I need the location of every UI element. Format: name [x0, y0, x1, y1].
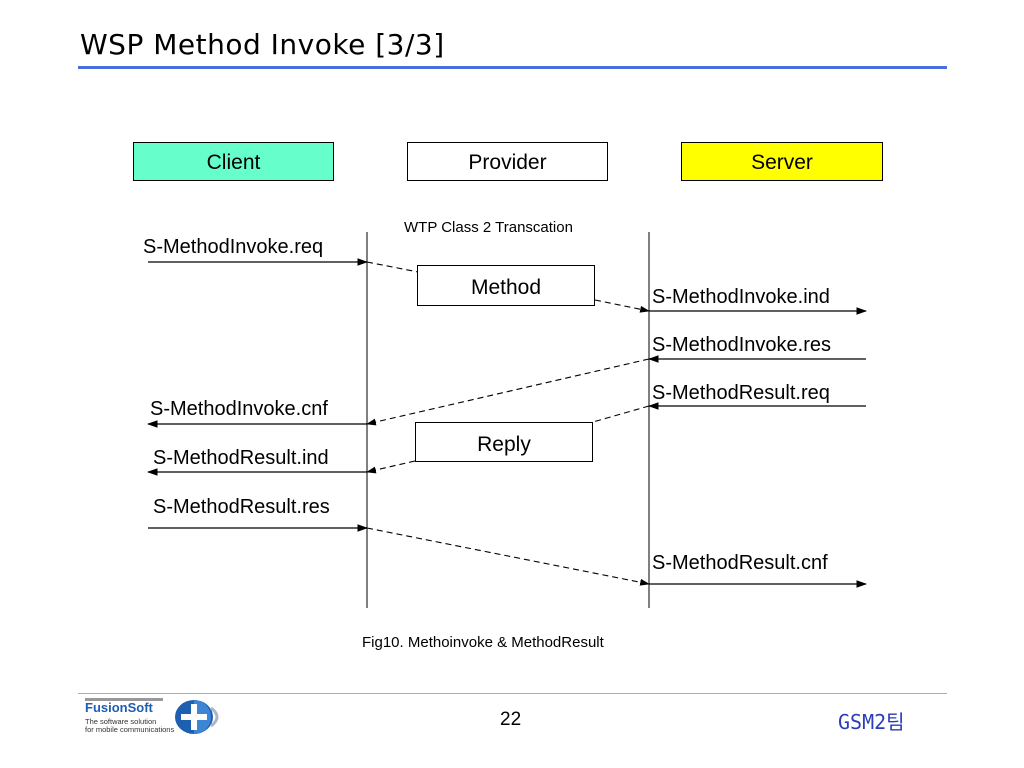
logo-name: FusionSoft	[85, 700, 153, 715]
label-invoke-req: S-MethodInvoke.req	[143, 236, 324, 258]
label-result-cnf: S-MethodResult.cnf	[652, 552, 828, 574]
label-result-res: S-MethodResult.res	[153, 496, 330, 518]
label-invoke-ind: S-MethodInvoke.ind	[652, 286, 830, 308]
fusionsoft-mark-icon	[175, 700, 219, 734]
logo-tagline-line-2: for mobile communications	[85, 725, 175, 734]
title-underline	[78, 66, 947, 69]
actor-client: Client	[133, 142, 334, 181]
figure-caption: Fig10. Methoinvoke & MethodResult	[362, 634, 604, 651]
footer-divider	[78, 693, 947, 694]
label-result-ind: S-MethodResult.ind	[153, 447, 329, 469]
dashed-invoke-res-to-client	[366, 358, 650, 426]
reply-box: Reply	[415, 422, 593, 462]
method-box: Method	[417, 265, 595, 306]
dashed-method-to-server	[594, 299, 650, 313]
dashed-reply-to-client	[366, 460, 416, 474]
dashed-result-req-to-reply	[592, 405, 650, 423]
page-number: 22	[500, 709, 522, 730]
label-invoke-cnf: S-MethodInvoke.cnf	[150, 398, 328, 420]
logo-tagline: The software solution for mobile communi…	[85, 718, 175, 734]
fusionsoft-logo: FusionSoft The software solution for mob…	[85, 698, 225, 738]
actor-provider: Provider	[407, 142, 608, 181]
logo-tagline-line-1: The software solution	[85, 717, 157, 726]
dashed-invoke-to-method	[366, 261, 419, 273]
team-label: GSM2팀	[838, 710, 905, 734]
logo-bar	[85, 698, 163, 701]
label-invoke-res: S-MethodInvoke.res	[652, 334, 831, 356]
slide-title: WSP Method Invoke [3/3]	[80, 28, 445, 61]
transaction-label: WTP Class 2 Transcation	[404, 219, 573, 236]
actor-server: Server	[681, 142, 883, 181]
dashed-result-res-to-server	[366, 527, 650, 586]
label-result-req: S-MethodResult.req	[652, 382, 830, 404]
